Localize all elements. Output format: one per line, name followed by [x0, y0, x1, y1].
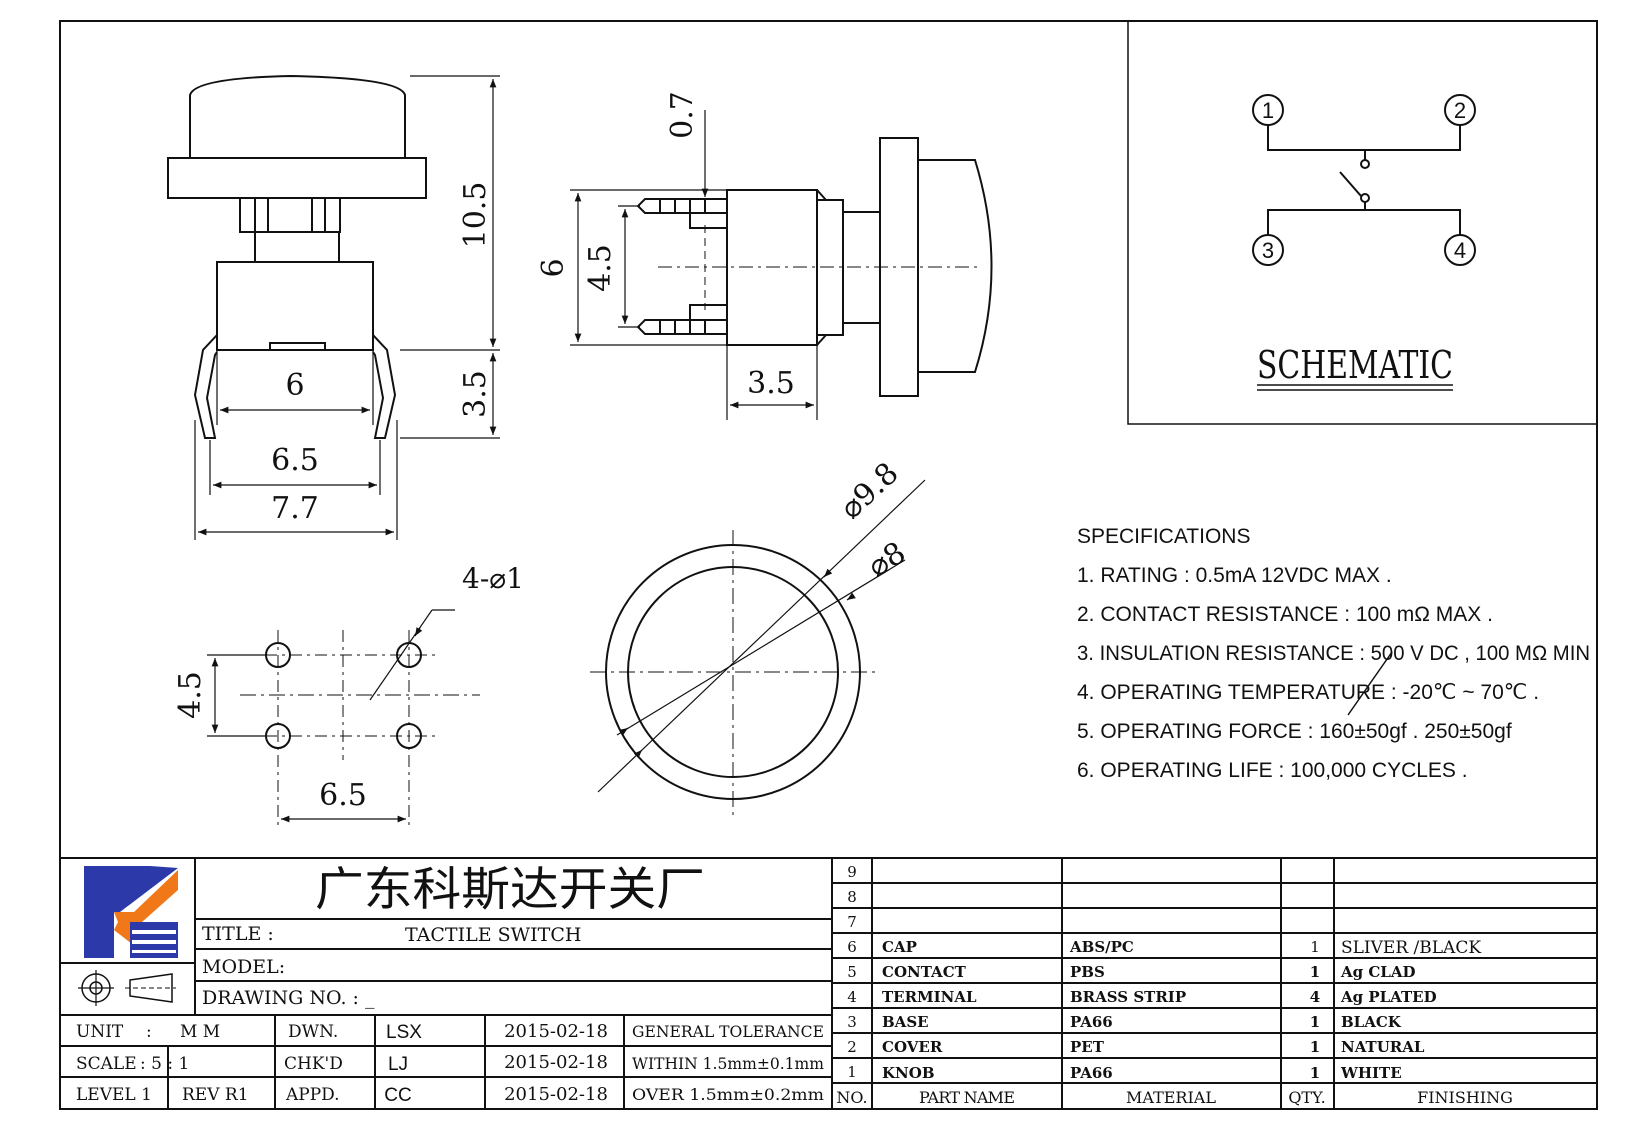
schematic-pin-3: 3	[1262, 238, 1274, 263]
dim-7-7-width: 7.7	[271, 491, 319, 526]
bom-row-finishing: NATURAL	[1341, 1038, 1425, 1056]
bom-row-part: CONTACT	[882, 963, 967, 981]
bom-row-finishing: SLIVER /BLACK	[1341, 938, 1481, 958]
spec-item: 1. RATING : 0.5mA 12VDC MAX .	[1077, 564, 1392, 587]
specifications: SPECIFICATIONS 1. RATING : 0.5mA 12VDC M…	[1077, 525, 1590, 782]
dim-6-5-holes: 6.5	[319, 778, 367, 813]
dim-4-5-side: 4.5	[583, 244, 618, 292]
dwn-date: 2015-02-18	[504, 1021, 608, 1042]
bom-row-part: COVER	[882, 1038, 943, 1056]
bom-row-part: CAP	[882, 938, 917, 956]
bom-row-no: 2	[847, 1038, 857, 1056]
dwn-label: DWN.	[288, 1022, 338, 1042]
bom-row-finishing: BLACK	[1341, 1013, 1402, 1031]
bom-row-material: PET	[1070, 1038, 1105, 1056]
drawing-no-label: DRAWING NO. : _	[202, 987, 375, 1009]
bom-row-qty: 1	[1310, 1038, 1320, 1056]
bom-row-qty: 1	[1310, 1064, 1320, 1082]
bom-row-qty: 1	[1310, 963, 1320, 981]
bom-row-finishing: Ag CLAD	[1340, 963, 1415, 981]
unit-colon: :	[146, 1022, 152, 1042]
chk-name: LJ	[388, 1054, 408, 1075]
bom-row-no: 9	[847, 863, 857, 881]
bom-row-no: 4	[847, 988, 857, 1006]
company-logo	[84, 866, 178, 958]
schematic-pin-2: 2	[1454, 98, 1466, 123]
chk-date: 2015-02-18	[504, 1052, 608, 1073]
bom-header-qty: QTY.	[1288, 1088, 1325, 1107]
bom-table: 9 8 7 6 CAP ABS/PC 1 SLIVER /BLACK 5 CON…	[836, 863, 1513, 1107]
bom-header-finishing: FINISHING	[1417, 1088, 1513, 1107]
dim-6-5-width: 6.5	[271, 443, 319, 478]
bom-row-finishing: Ag PLATED	[1340, 988, 1437, 1006]
dim-6-width: 6	[285, 368, 304, 403]
spec-item: 2. CONTACT RESISTANCE : 100 mΩ MAX .	[1077, 603, 1493, 626]
dim-4-5-holes: 4.5	[173, 671, 208, 719]
hole-pattern	[207, 609, 480, 830]
bom-row-material: PA66	[1070, 1013, 1113, 1031]
rev-label: REV R1	[182, 1085, 249, 1105]
dim-3-5-side: 3.5	[747, 366, 795, 401]
bom-header-material: MATERIAL	[1126, 1088, 1216, 1107]
bom-row-no: 5	[847, 963, 857, 981]
model-label: MODEL:	[202, 956, 285, 978]
schematic-label: SCHEMATIC	[1257, 343, 1453, 387]
bom-row-qty: 1	[1310, 938, 1320, 956]
appd-label: APPD.	[285, 1085, 340, 1105]
top-view	[590, 479, 926, 815]
bom-row-material: PA66	[1070, 1064, 1113, 1082]
scale-label: SCALE	[76, 1054, 137, 1074]
side-view	[570, 110, 993, 420]
schematic-pin-1: 1	[1262, 98, 1274, 123]
chk-label: CHK'D	[284, 1054, 343, 1074]
front-view	[167, 74, 500, 540]
company-name: 广东科斯达开关厂	[315, 862, 705, 916]
title-label: TITLE :	[202, 923, 274, 945]
unit-label: UNIT	[76, 1022, 124, 1042]
schematic-panel: 1 2 3 4 SCHEMATIC	[1127, 20, 1598, 425]
tolerance-title: GENERAL TOLERANCE	[632, 1022, 824, 1041]
dim-10-5: 10.5	[458, 182, 493, 249]
spec-item: 3. INSULATION RESISTANCE : 500 V DC , 10…	[1077, 642, 1590, 665]
bom-row-qty: 1	[1310, 1013, 1320, 1031]
spec-item: 4. OPERATING TEMPERATURE : -20℃ ~ 70℃ .	[1077, 681, 1539, 704]
spec-item: 6. OPERATING LIFE : 100,000 CYCLES .	[1077, 759, 1468, 782]
bom-row-part: TERMINAL	[882, 988, 977, 1006]
dwn-name: LSX	[386, 1022, 422, 1043]
tolerance-within: WITHIN 1.5mm±0.1mm	[632, 1054, 824, 1073]
tolerance-over: OVER 1.5mm±0.2mm	[632, 1085, 824, 1104]
bom-row-no: 6	[847, 938, 857, 956]
dim-3-5-height: 3.5	[458, 370, 493, 418]
bom-row-material: ABS/PC	[1069, 938, 1134, 956]
bom-row-qty: 4	[1310, 988, 1320, 1006]
bom-row-material: PBS	[1070, 963, 1105, 981]
dim-holes: 4-⌀1	[462, 562, 524, 595]
bom-header-no: NO.	[836, 1088, 867, 1107]
schematic-pin-4: 4	[1454, 238, 1466, 263]
dim-0-7: 0.7	[665, 91, 700, 139]
bom-row-no: 7	[847, 913, 857, 931]
appd-date: 2015-02-18	[504, 1084, 608, 1105]
title-value: TACTILE SWITCH	[405, 924, 581, 946]
bom-header-part: PART NAME	[919, 1088, 1015, 1107]
spec-heading: SPECIFICATIONS	[1077, 525, 1250, 548]
title-block	[60, 857, 1597, 1109]
sheet-border	[59, 20, 1598, 1110]
bom-row-no: 1	[847, 1063, 857, 1081]
bom-row-no: 3	[847, 1013, 857, 1031]
bom-row-material: BRASS STRIP	[1070, 988, 1186, 1006]
bom-row-no: 8	[847, 888, 857, 906]
appd-name: CC	[384, 1085, 411, 1106]
dim-dia-9-8: ⌀9.8	[834, 456, 906, 526]
dim-6-side: 6	[536, 258, 571, 277]
spec-item: 5. OPERATING FORCE : 160±50gf . 250±50gf	[1077, 720, 1512, 743]
bom-row-finishing: WHITE	[1340, 1064, 1402, 1082]
scale-value: : 5 : 1	[140, 1054, 189, 1074]
dim-dia-8: ⌀8	[862, 535, 912, 584]
level-label: LEVEL 1	[76, 1085, 152, 1105]
bom-row-part: KNOB	[882, 1064, 935, 1082]
bom-row-part: BASE	[882, 1013, 929, 1031]
unit-value: M M	[180, 1022, 220, 1042]
